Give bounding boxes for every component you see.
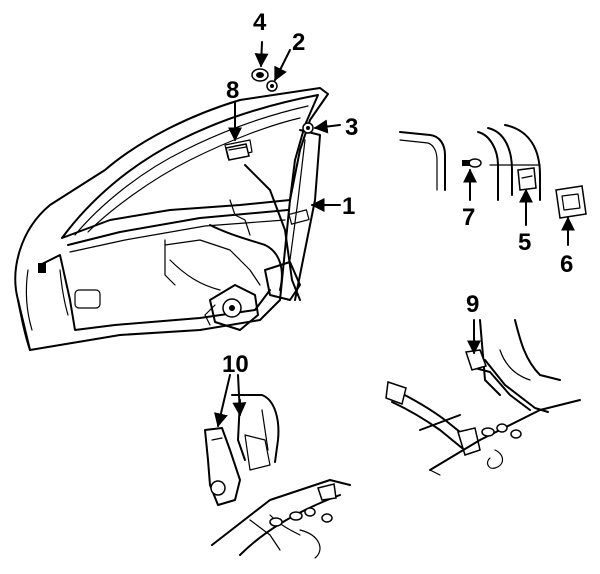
callout-4: 4 <box>253 9 267 36</box>
pad-6 <box>555 185 587 219</box>
callout-10: 10 <box>222 351 249 378</box>
weatherstrip-pad <box>225 143 250 161</box>
callout-7: 7 <box>462 204 475 231</box>
mount-holes-right <box>481 423 522 439</box>
callout-9: 9 <box>466 291 479 318</box>
mount-holes-left <box>269 483 337 527</box>
callout-1: 1 <box>342 193 355 220</box>
callout-3: 3 <box>345 114 358 141</box>
belt-retractor-assembly <box>204 394 351 559</box>
window-regulator <box>164 129 321 331</box>
fastener-2 <box>266 80 278 92</box>
callout-8: 8 <box>226 77 239 104</box>
callout-6: 6 <box>560 251 573 278</box>
callout-2: 2 <box>292 29 305 56</box>
belt-buckle-assembly <box>385 319 581 476</box>
pivot-cap <box>251 68 269 82</box>
callout-5: 5 <box>518 229 531 256</box>
frame-detail <box>399 124 541 201</box>
leader-arrows <box>214 41 575 428</box>
bracket-5 <box>517 167 537 191</box>
regulator-motor <box>204 284 259 331</box>
clip-7 <box>462 158 482 168</box>
fastener-3 <box>302 122 314 134</box>
